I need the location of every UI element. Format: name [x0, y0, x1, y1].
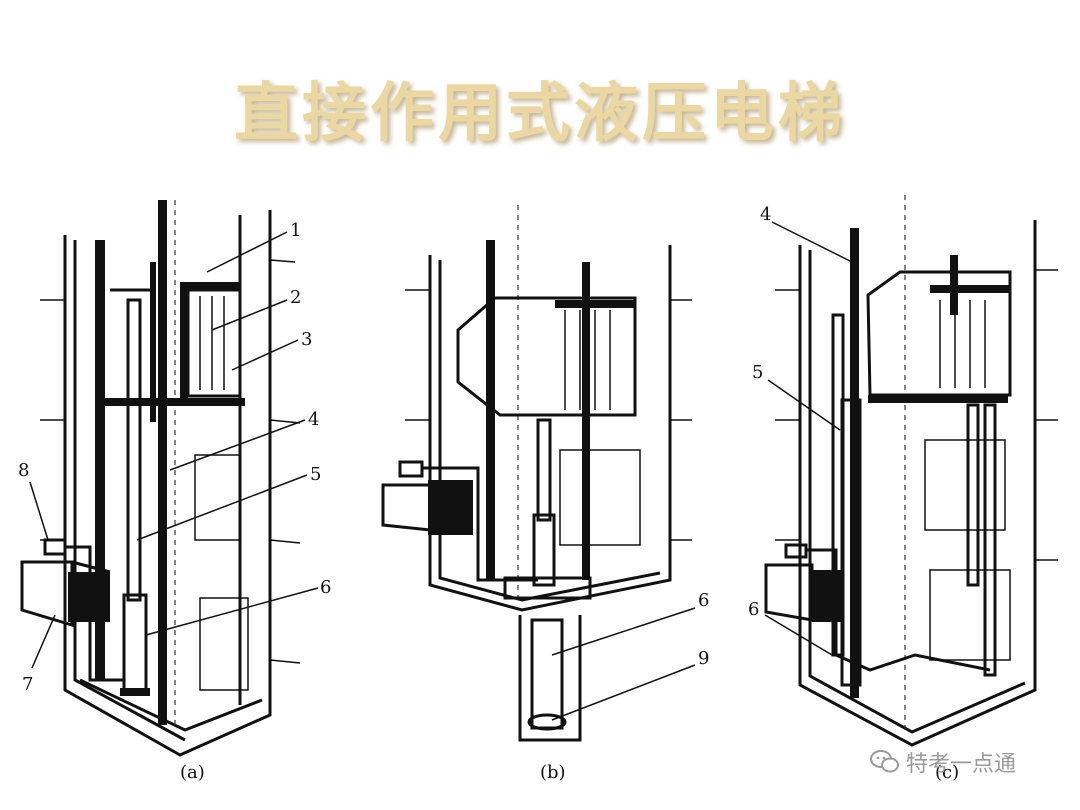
caption-c: (c)	[935, 762, 959, 783]
label-c-6: 6	[748, 599, 759, 620]
label-a-7: 7	[22, 674, 33, 695]
label-c-4: 4	[760, 204, 771, 225]
label-c-5: 5	[752, 362, 763, 383]
label-b-9: 9	[698, 648, 709, 669]
figure-c	[764, 195, 1058, 747]
label-a-8: 8	[18, 460, 29, 481]
label-a-2: 2	[290, 287, 301, 308]
label-b-6: 6	[698, 590, 709, 611]
watermark-text: 特考一点通	[906, 752, 1017, 777]
label-a-4: 4	[308, 409, 319, 430]
watermark: 特考一点通	[870, 746, 1016, 778]
label-a-3: 3	[301, 329, 312, 350]
figure-a	[20, 200, 319, 757]
label-a-6: 6	[320, 577, 331, 598]
caption-b: (b)	[540, 762, 566, 783]
label-a-5: 5	[310, 464, 321, 485]
caption-a: (a)	[180, 762, 205, 783]
wechat-icon	[870, 750, 899, 773]
label-a-1: 1	[290, 220, 301, 241]
page-title: 直接作用式液压电梯	[234, 77, 846, 151]
figure-b	[381, 205, 696, 742]
